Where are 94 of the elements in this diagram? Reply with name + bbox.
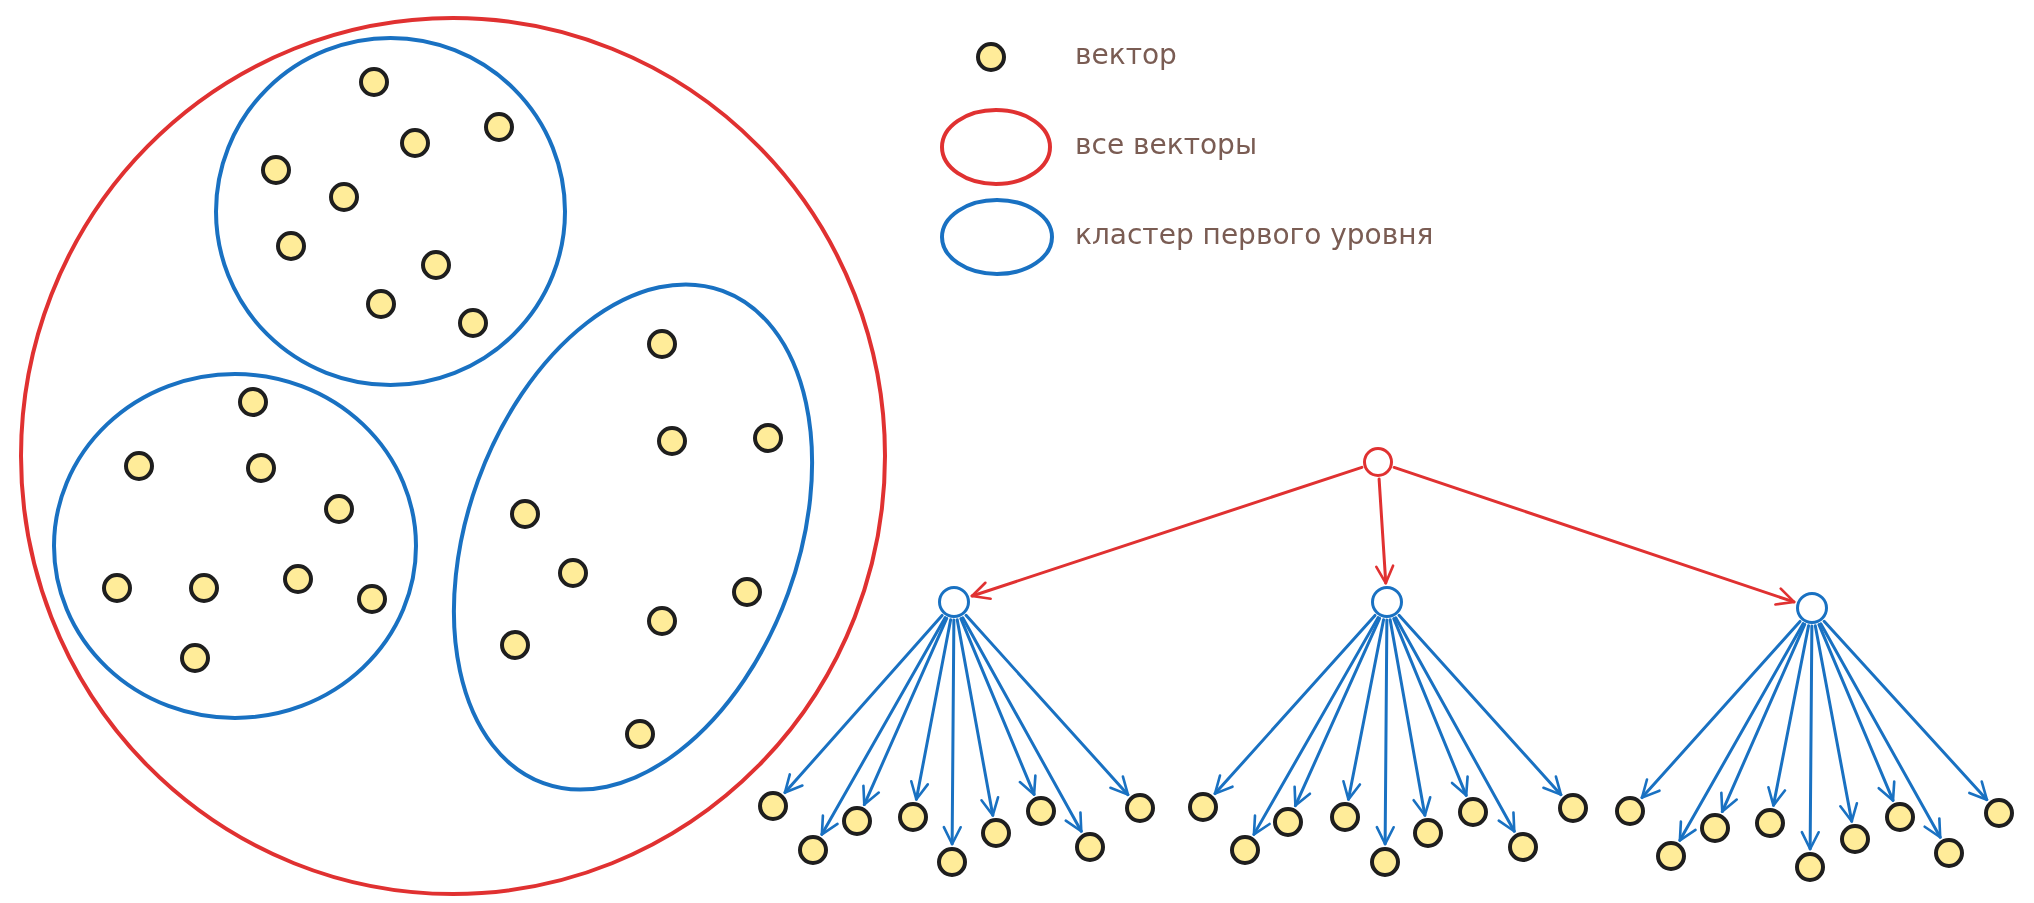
arrow (1720, 622, 1807, 814)
vector-dot (246, 453, 276, 483)
arrow (1392, 617, 1469, 797)
arrow (862, 616, 949, 807)
vector-dot (124, 451, 154, 481)
vector-dot (189, 573, 219, 603)
arrow (1817, 623, 1896, 802)
arrow (1767, 624, 1811, 807)
legend-label: все векторы (1075, 128, 1257, 162)
vector-dot (647, 329, 677, 359)
vector-dot (1330, 802, 1360, 832)
vector-dot (283, 564, 313, 594)
vector-dot (1370, 847, 1400, 877)
vector-dot (1230, 835, 1260, 865)
cluster-node-circle (1796, 592, 1828, 624)
vector-dot (1795, 852, 1825, 882)
vector-dot (1458, 797, 1488, 827)
arrow (1392, 465, 1796, 606)
vector-dot (1700, 813, 1730, 843)
arrow (820, 616, 947, 836)
arrow (1213, 613, 1377, 796)
vector-dot (1755, 808, 1785, 838)
vector-dot (329, 182, 359, 212)
vector-dot (758, 791, 788, 821)
arrow (1822, 619, 1989, 802)
vector-dot (753, 423, 783, 453)
cluster-circle (52, 372, 418, 720)
vector-dot (1508, 832, 1538, 862)
arrow (1293, 616, 1382, 808)
vector-dot (357, 584, 387, 614)
vector-dot (1984, 798, 2014, 828)
arrow (970, 465, 1364, 601)
vector-dot (359, 67, 389, 97)
vector-dot (458, 308, 488, 338)
vector-dot (1026, 796, 1056, 826)
vector-dot (1125, 793, 1155, 823)
arrow (961, 616, 1083, 833)
vector-dot (1840, 824, 1870, 854)
arrow (964, 613, 1130, 797)
vector-dot (732, 577, 762, 607)
arrow (1800, 624, 1820, 851)
arrow (1388, 618, 1432, 817)
cluster-node-circle (938, 586, 970, 618)
cluster-node-circle (1371, 586, 1403, 618)
legend-label: вектор (1075, 38, 1177, 72)
vector-dot (180, 643, 210, 673)
vector-set-circle (19, 16, 887, 896)
vector-dot (1558, 793, 1588, 823)
cluster-circle (213, 35, 567, 387)
arrow (1342, 618, 1386, 801)
vector-dot (981, 818, 1011, 848)
arrow (1375, 618, 1395, 846)
vector-dot (1075, 832, 1105, 862)
arrow (1640, 619, 1802, 800)
vector-dot (625, 719, 655, 749)
vector-dot (400, 128, 430, 158)
vector-dot (1413, 818, 1443, 848)
vector-dot (484, 112, 514, 142)
vector-dot (937, 847, 967, 877)
arrow (1252, 616, 1380, 836)
vector-dot (261, 155, 291, 185)
vector-dot (798, 835, 828, 865)
vector-dot (276, 231, 306, 261)
vector-dot (1615, 796, 1645, 826)
arrow (1375, 477, 1395, 585)
vector-dot (558, 558, 588, 588)
arrow (1813, 624, 1859, 823)
vector-dot (510, 499, 540, 529)
vector-dot (421, 250, 451, 280)
arrow (955, 618, 1000, 817)
vector-dot (657, 426, 687, 456)
vector-dot (102, 573, 132, 603)
root-circle (1363, 447, 1393, 477)
arrow (783, 613, 944, 795)
arrow (1397, 613, 1563, 797)
vector-dot (1885, 802, 1915, 832)
arrow (1678, 622, 1805, 842)
vector-dot (238, 387, 268, 417)
vector-dot (1273, 807, 1303, 837)
arrow (1394, 616, 1516, 833)
vector-dot (1188, 792, 1218, 822)
vector-dot (898, 802, 928, 832)
legend-label: кластер первого уровня (1075, 218, 1434, 252)
vector-dot (1934, 838, 1964, 868)
vector-dot (647, 606, 677, 636)
vector-dot (842, 806, 872, 836)
vector-dot (500, 630, 530, 660)
vector-dot (324, 494, 354, 524)
arrow (909, 618, 953, 801)
vector-dot (1656, 841, 1686, 871)
vector-dot (366, 289, 396, 319)
arrow (1819, 622, 1942, 839)
arrow (942, 618, 962, 846)
arrow (959, 617, 1037, 796)
